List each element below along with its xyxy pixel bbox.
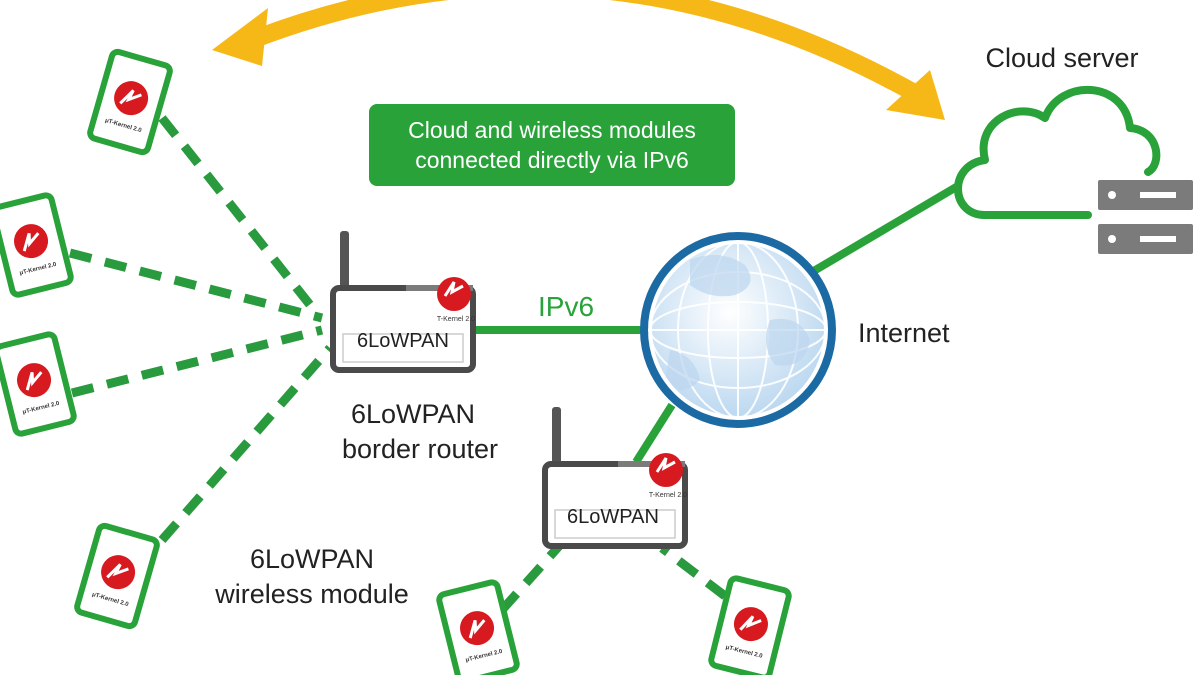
border-router-label-line2: border router [342,434,498,464]
wireless-link-3 [70,325,324,398]
callout-line1: Cloud and wireless modules [408,117,696,143]
wireless-module-5 [438,581,518,675]
double-headed-arrow-icon [212,0,945,120]
internet-label: Internet [858,318,950,348]
wireless-link-2 [68,248,324,323]
wireless-module-1 [89,50,171,153]
callout-box: Cloud and wireless modules connected dir… [369,104,735,186]
wireless-module-4 [76,524,158,627]
wireless-link-1 [158,115,322,318]
wired-links [465,182,961,465]
wireless-links [68,115,728,613]
ipv6-label: IPv6 [538,291,594,322]
callout-line2: connected directly via IPv6 [415,147,689,173]
wireless-link-6 [659,544,728,600]
wireless-link-5 [498,542,564,613]
internet-cloud-link [809,182,961,276]
wireless-link-4 [158,345,334,543]
wireless-module-label-line1: 6LoWPAN [250,544,374,574]
border-router-screen-text: 6LoWPAN [357,330,449,352]
internet-router-link [632,402,676,465]
wireless-module-2 [0,194,72,296]
wireless-module-3 [0,333,75,435]
wireless-module-label-line2: wireless module [214,579,409,609]
border-router-label-line1: 6LoWPAN [351,399,475,429]
server-icon [1098,180,1193,254]
cloud-server-label: Cloud server [985,43,1138,73]
secondary-router-screen-text: 6LoWPAN [567,506,659,528]
globe-icon [640,232,836,428]
cloud-icon [954,85,1161,219]
